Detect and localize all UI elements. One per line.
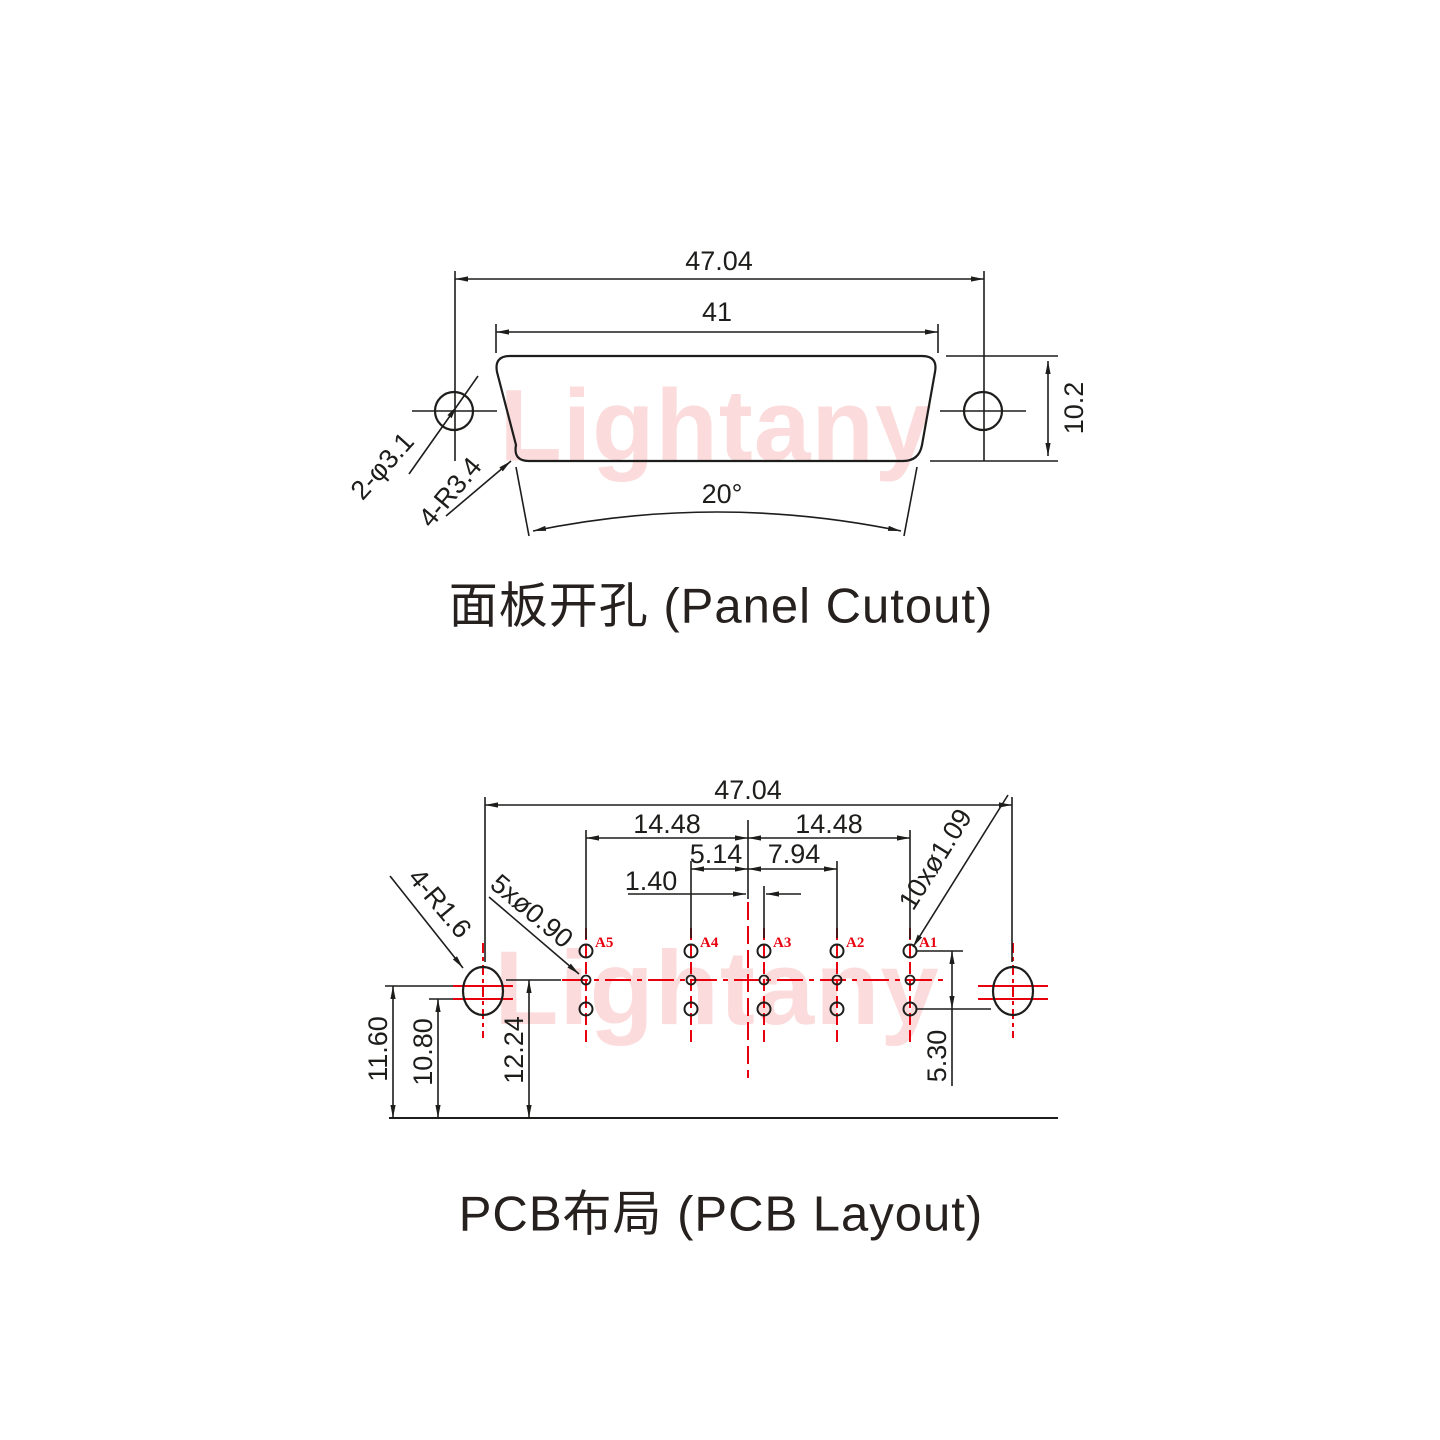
pin-hole — [756, 943, 772, 959]
pin-hole — [683, 1001, 699, 1017]
panel-cutout-dimension-texts: 47.04 41 10.2 2-φ3.1 4-R3.4 20° — [345, 246, 1089, 533]
pin-hole — [902, 1001, 918, 1017]
dim-left-span: 14.48 — [633, 809, 701, 839]
label-mount-holes: 2-φ3.1 — [345, 427, 420, 506]
left-mount-slot — [461, 965, 505, 1017]
dsub-cutout-outline — [495, 354, 937, 463]
dim-a3-offset: 1.40 — [625, 866, 678, 896]
label-corner-radius: 4-R3.4 — [413, 452, 488, 533]
leader-line — [445, 460, 512, 517]
pin-label-a3: A3 — [773, 935, 791, 951]
pin-hole-small — [904, 974, 916, 986]
pin-column-a5 — [578, 943, 594, 1017]
right-mount-slot — [991, 965, 1035, 1017]
watermark-top: Lightany — [499, 368, 933, 483]
angle-extension-line — [515, 466, 530, 537]
pin-hole — [829, 1001, 845, 1017]
leader-line — [408, 405, 458, 475]
pin-label-a1: A1 — [919, 935, 937, 951]
panel-cutout-title: 面板开孔 (Panel Cutout) — [448, 579, 994, 634]
pin-column-a4 — [683, 943, 699, 1017]
pin-hole — [829, 943, 845, 959]
pin-label-a5: A5 — [595, 935, 613, 951]
pin-column-a3 — [756, 943, 772, 1017]
angle-arc — [532, 511, 902, 532]
label-slot-radius: 4-R1.6 — [402, 863, 477, 944]
pin-hole-small — [758, 974, 770, 986]
pcb-centerlines — [453, 902, 1048, 1078]
pin-hole — [578, 1001, 594, 1017]
pcb-layout-title: PCB布局 (PCB Layout) — [458, 1187, 984, 1242]
pcb-layout-dimension-texts: 47.04 14.48 14.48 5.14 7.94 1.40 5.30 11… — [363, 775, 978, 1086]
dim-side-angle: 20° — [702, 479, 743, 509]
pin-label-a2: A2 — [846, 935, 864, 951]
pin-label-a4: A4 — [700, 935, 719, 951]
dim-outer-width: 47.04 — [714, 775, 782, 805]
pin-hole-small — [580, 974, 592, 986]
dim-height: 10.2 — [1059, 382, 1089, 435]
pin-column-a1 — [902, 943, 918, 1017]
pin-hole — [578, 943, 594, 959]
label-large-holes: 10xø1.09 — [893, 804, 978, 915]
dim-pad-height: 10.80 — [408, 1018, 438, 1086]
dim-pin-row-span: 5.30 — [922, 1030, 952, 1083]
pin-hole — [902, 943, 918, 959]
dim-row-height: 12.24 — [499, 1016, 529, 1084]
dim-mount-height: 11.60 — [363, 1016, 393, 1082]
pcb-layout-figure — [385, 794, 1058, 1119]
panel-cutout-figure — [408, 271, 1058, 537]
leader-line — [389, 875, 464, 969]
leader-line — [488, 896, 580, 975]
dim-a4-offset: 5.14 — [690, 839, 743, 869]
pin-hole-small — [685, 974, 697, 986]
leader-line — [456, 375, 479, 407]
watermark-bottom: Lightany — [494, 930, 940, 1047]
pin-hole-small — [831, 974, 843, 986]
pin-column-a2 — [829, 943, 845, 1017]
pin-hole — [683, 943, 699, 959]
pin-hole — [756, 1001, 772, 1017]
label-small-holes: 5xø0.90 — [485, 868, 579, 954]
dim-right-span: 14.48 — [795, 809, 863, 839]
angle-extension-line — [903, 466, 918, 537]
leader-line — [912, 794, 1009, 948]
dim-inner-width: 41 — [702, 297, 732, 327]
dim-a2-offset: 7.94 — [768, 839, 821, 869]
dim-outer-width: 47.04 — [685, 246, 753, 276]
